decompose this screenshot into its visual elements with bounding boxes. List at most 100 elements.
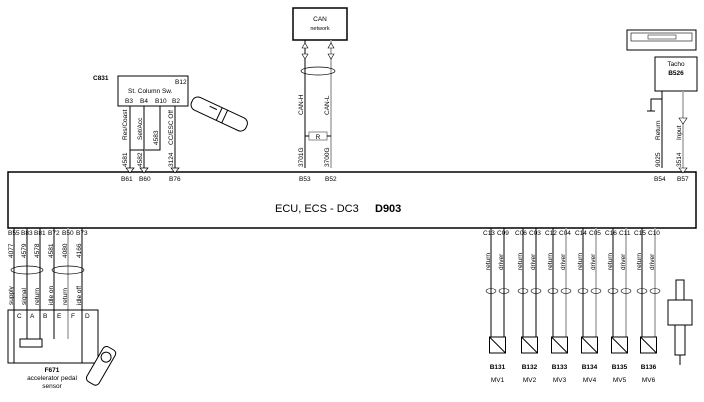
injector-name: MV1 — [491, 377, 505, 384]
wire-number: 4578 — [34, 243, 41, 258]
twisted-pair-icon — [300, 66, 336, 76]
ecu-pin: B76 — [169, 176, 181, 183]
twisted-pair-icon — [517, 288, 529, 294]
wire-number: 4583 — [153, 130, 160, 145]
wire-number: 4581 — [48, 243, 55, 258]
connector-arrow-icon — [125, 167, 180, 174]
twisted-pair-icon — [577, 288, 589, 294]
ecu-title: ECU, ECS - DC3 — [275, 203, 359, 215]
ecu-pin: B83 — [21, 230, 33, 237]
wire-label: CAN-L — [324, 95, 331, 115]
injector-code: B131 — [490, 364, 506, 371]
twisted-pair-icon — [590, 288, 602, 294]
terminal-label: F — [71, 313, 75, 320]
ecu-code: D903 — [375, 203, 401, 215]
ecu-pin: B55 — [8, 230, 20, 237]
ecu-pin: C15 — [634, 230, 646, 237]
twisted-pair-icon — [649, 288, 661, 294]
ecu-pin: B60 — [139, 176, 151, 183]
wire-label: idle off — [76, 286, 83, 305]
ecu-pin: C10 — [648, 230, 660, 237]
tacho-code: B526 — [668, 70, 684, 77]
can-box — [292, 7, 348, 41]
connector-arrow-icon — [678, 117, 688, 174]
ecu-pin: C04 — [559, 230, 571, 237]
wire-label: return — [577, 253, 584, 270]
terminal-label: A — [30, 313, 35, 320]
wire-number: 4582 — [137, 152, 144, 167]
wire-number: 4579 — [21, 243, 28, 258]
can-subtitle: network — [310, 26, 330, 32]
injector-code: B135 — [612, 364, 628, 371]
wire-label: driver — [649, 253, 656, 270]
wire-number: 3701G — [298, 147, 305, 167]
injector-code: B133 — [552, 364, 568, 371]
wire-number: 3700G — [324, 147, 331, 167]
wire-label: Res/Coast — [122, 109, 129, 140]
twisted-pair-icon — [51, 265, 85, 275]
wire-number: 4077 — [8, 243, 15, 258]
wire-number: 4080 — [62, 243, 69, 258]
twisted-pair-icon — [560, 288, 572, 294]
wire-label: return — [636, 253, 643, 270]
twisted-pair-icon — [485, 288, 497, 294]
twisted-pair-icon — [498, 288, 510, 294]
switch-box — [117, 75, 189, 107]
wire-label: Return — [655, 120, 662, 140]
ecu-pin: C09 — [497, 230, 509, 237]
wire-number: 4581 — [122, 152, 129, 167]
pedal-name2: sensor — [42, 383, 62, 390]
wire-label: return — [607, 253, 614, 270]
twisted-pair-icon — [530, 288, 542, 294]
bidirectional-arrow-icon — [301, 42, 335, 60]
ecu-pin: B50 — [62, 230, 74, 237]
wire-label: Set/Acc — [137, 117, 144, 140]
twisted-pair-icon — [547, 288, 559, 294]
switch-top-pin: B12 — [175, 79, 187, 86]
ecu-pin: C06 — [515, 230, 527, 237]
wire-number: 4166 — [76, 243, 83, 258]
stalk-switch-icon — [190, 96, 248, 132]
injector-name: MV4 — [583, 377, 597, 384]
ecu-pin: B61 — [121, 176, 133, 183]
wire-label: driver — [590, 253, 597, 270]
wire-label: return — [62, 288, 69, 305]
injector-name: MV5 — [613, 377, 627, 384]
injector-code: B136 — [641, 364, 657, 371]
pedal-sensor-box — [7, 309, 99, 364]
ecu-pin: B81 — [34, 230, 46, 237]
twisted-pair-icon — [10, 265, 44, 275]
ecu-pin: C13 — [483, 230, 495, 237]
switch-pin: B10 — [155, 98, 167, 105]
wire-label: signal — [21, 287, 28, 305]
injector-code: B132 — [522, 364, 538, 371]
switch-name: St. Column Sw. — [128, 88, 173, 95]
injector-name: MV6 — [642, 377, 656, 384]
wire-label: CC/ESC Off — [168, 110, 175, 145]
wire-label: driver — [620, 253, 627, 270]
switch-pin: B2 — [172, 98, 180, 105]
tacho-title: Tacho — [667, 61, 685, 68]
terminal-label: C — [17, 313, 22, 320]
injector-icon — [667, 279, 693, 365]
wire-label: supply — [8, 285, 15, 305]
wire-label: return — [547, 253, 554, 270]
ecu-box — [7, 171, 697, 229]
injector-name: MV3 — [553, 377, 567, 384]
wire-label: driver — [530, 253, 537, 270]
ecu-pin: B52 — [325, 176, 337, 183]
pedal-code: F671 — [45, 367, 60, 374]
ecu-pin: B54 — [654, 176, 666, 183]
twisted-pair-icon — [607, 288, 619, 294]
switch-pin: B4 — [140, 98, 148, 105]
tachograph-icon — [626, 29, 697, 51]
tacho-box — [654, 56, 698, 92]
wire-label: return — [34, 288, 41, 305]
injector-name: MV2 — [523, 377, 537, 384]
twisted-pair-icon — [636, 288, 648, 294]
wire-label: driver — [498, 253, 505, 270]
switch-id: C831 — [93, 75, 109, 82]
wire-label: CAN-H — [298, 94, 305, 115]
ecu-pin: C14 — [575, 230, 587, 237]
